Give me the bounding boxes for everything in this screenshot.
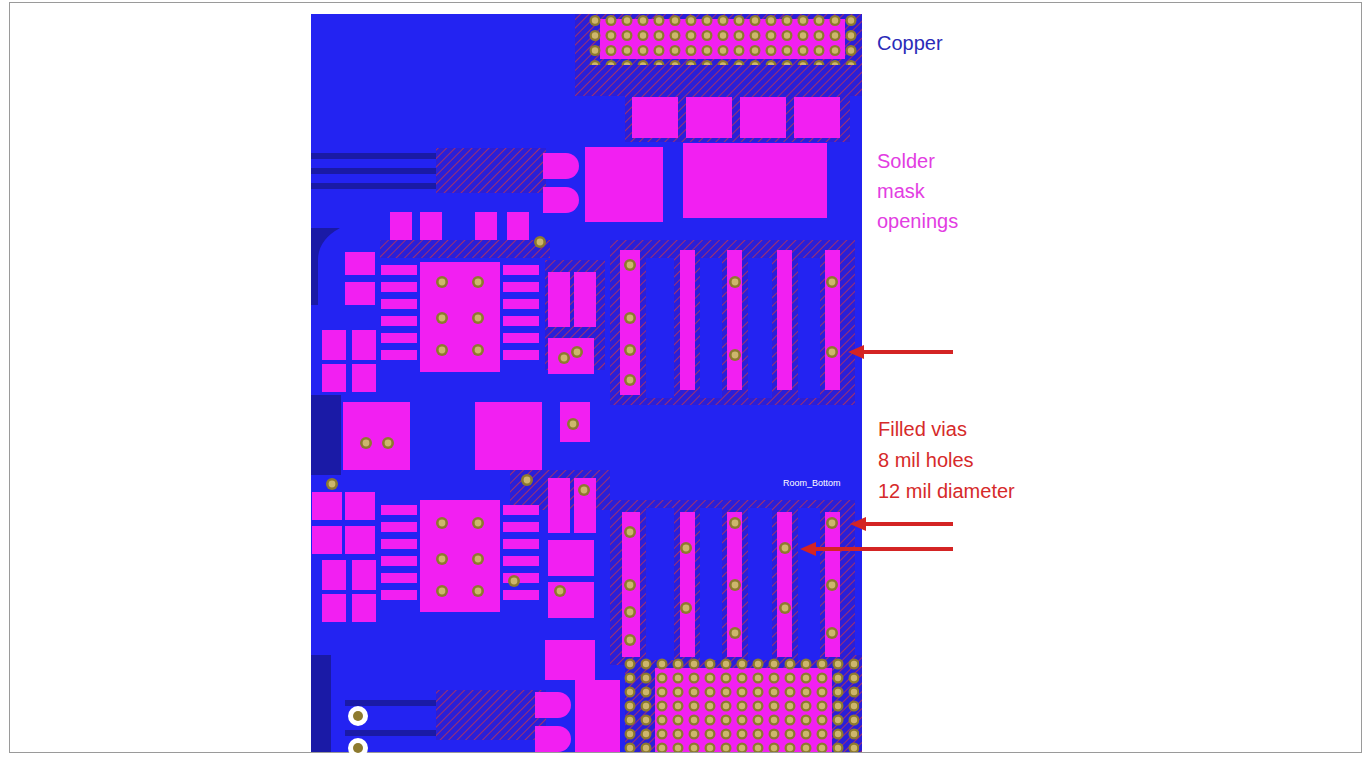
solder-mask-opening xyxy=(312,19,845,752)
via-array xyxy=(622,657,859,752)
callout-label: 12 mil diameter xyxy=(878,479,1015,504)
frame xyxy=(10,3,1362,753)
layer-label: Solder mask openings xyxy=(877,146,977,236)
via-array xyxy=(587,13,859,65)
clearance-hatch xyxy=(380,14,862,752)
callout-label: Filled vias xyxy=(878,417,967,442)
room-label: Room_Bottom xyxy=(783,478,841,489)
copper-pour xyxy=(311,14,862,752)
callout-label: 8 mil holes xyxy=(878,448,974,473)
copper-traces xyxy=(311,153,555,752)
filled-vias xyxy=(326,236,838,646)
layer-label: Copper xyxy=(877,31,943,56)
through-hole xyxy=(348,706,368,758)
